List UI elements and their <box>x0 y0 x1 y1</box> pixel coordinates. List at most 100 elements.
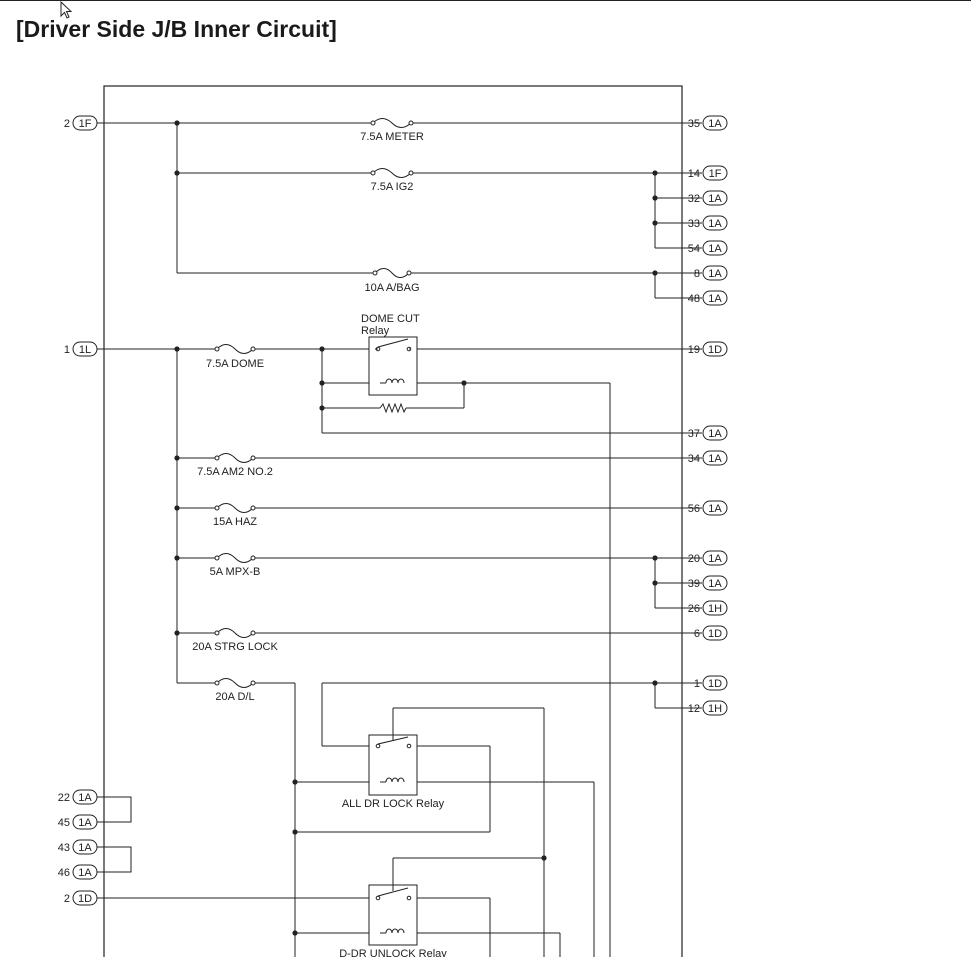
fuse-20a-dl: 20A D/L <box>214 678 256 703</box>
svg-text:54: 54 <box>688 243 700 255</box>
svg-text:1D: 1D <box>708 678 722 690</box>
relay-all-dr-lock: ALL DR LOCK Relay <box>342 734 445 810</box>
svg-text:1A: 1A <box>78 842 92 854</box>
right-terminal: 19 1D <box>688 341 728 357</box>
right-terminal: 32 1A <box>688 190 728 206</box>
svg-text:1A: 1A <box>708 578 722 590</box>
right-terminal: 1 1D <box>694 675 728 691</box>
svg-text:1L: 1L <box>79 344 91 356</box>
svg-text:1A: 1A <box>78 867 92 879</box>
svg-text:45: 45 <box>58 817 70 829</box>
fuse-label-dl: 20A D/L <box>215 691 254 703</box>
top-border-line <box>0 0 971 1</box>
fuse-label-strg-lock: 20A STRG LOCK <box>192 641 278 653</box>
svg-text:20: 20 <box>688 553 700 565</box>
left-terminal: 46 1A <box>58 864 98 880</box>
fuse-label-dome: 7.5A DOME <box>206 358 264 370</box>
svg-text:1: 1 <box>64 344 70 356</box>
svg-text:1D: 1D <box>708 628 722 640</box>
svg-text:56: 56 <box>688 503 700 515</box>
junction-dots <box>174 120 658 936</box>
mouse-pointer-icon <box>60 1 73 19</box>
right-terminal: 39 1A <box>688 575 728 591</box>
left-terminal: 43 1A <box>58 839 98 855</box>
svg-text:48: 48 <box>688 293 700 305</box>
fuse-7-5a-am2-no2: 7.5A AM2 NO.2 <box>197 453 273 478</box>
junction-block-outline <box>103 85 683 957</box>
page-title: [Driver Side J/B Inner Circuit] <box>16 16 337 42</box>
svg-text:1A: 1A <box>708 503 722 515</box>
fuse-label-ig2: 7.5A IG2 <box>371 181 414 193</box>
svg-text:1H: 1H <box>708 703 722 715</box>
svg-text:26: 26 <box>688 603 700 615</box>
svg-text:1D: 1D <box>708 344 722 356</box>
svg-text:46: 46 <box>58 867 70 879</box>
fuse-10a-abag: 10A A/BAG <box>364 268 420 294</box>
resistor <box>379 402 407 414</box>
svg-text:1A: 1A <box>708 243 722 255</box>
fuse-7-5a-dome: 7.5A DOME <box>206 344 264 370</box>
fuse-20a-strg-lock: 20A STRG LOCK <box>192 628 278 653</box>
relay-dome-cut: DOME CUT Relay <box>361 313 420 396</box>
svg-text:1A: 1A <box>708 453 722 465</box>
right-terminal: 26 1H <box>688 600 728 616</box>
right-terminal: 6 1D <box>694 625 728 641</box>
right-terminal: 56 1A <box>688 500 728 516</box>
svg-text:1: 1 <box>694 678 700 690</box>
fuse-label-abag: 10A A/BAG <box>364 282 419 294</box>
svg-text:1A: 1A <box>708 428 722 440</box>
svg-text:14: 14 <box>688 168 700 180</box>
fuse-label-meter: 7.5A METER <box>360 131 424 143</box>
relay-d-dr-unlock: D-DR UNLOCK Relay <box>339 884 447 957</box>
fuse-7-5a-ig2: 7.5A IG2 <box>370 168 414 193</box>
svg-text:1A: 1A <box>708 268 722 280</box>
right-terminal: 54 1A <box>688 240 728 256</box>
svg-text:1A: 1A <box>708 193 722 205</box>
left-terminal: 2 1D <box>64 890 98 906</box>
svg-text:1A: 1A <box>78 792 92 804</box>
left-terminal: 45 1A <box>58 814 98 830</box>
relay-label-dome-cut-line1: DOME CUT <box>361 313 420 325</box>
fuse-7-5a-meter: 7.5A METER <box>360 118 424 143</box>
svg-text:2: 2 <box>64 893 70 905</box>
svg-text:1H: 1H <box>708 603 722 615</box>
left-terminal: 1 1L <box>64 341 98 357</box>
svg-text:35: 35 <box>688 118 700 130</box>
svg-text:1F: 1F <box>709 168 722 180</box>
right-terminal: 8 1A <box>694 265 728 281</box>
relay-label-dome-cut-line2: Relay <box>361 325 390 337</box>
right-terminal: 35 1A <box>688 115 728 131</box>
svg-text:1D: 1D <box>78 893 92 905</box>
wiring <box>97 122 702 957</box>
svg-text:22: 22 <box>58 792 70 804</box>
svg-text:1F: 1F <box>79 118 92 130</box>
relay-label-d-dr-unlock: D-DR UNLOCK Relay <box>339 948 447 957</box>
svg-text:32: 32 <box>688 193 700 205</box>
svg-text:2: 2 <box>64 118 70 130</box>
right-terminal: 33 1A <box>688 215 728 231</box>
svg-text:19: 19 <box>688 344 700 356</box>
svg-text:37: 37 <box>688 428 700 440</box>
svg-text:33: 33 <box>688 218 700 230</box>
fuse-label-haz: 15A HAZ <box>213 516 257 528</box>
right-terminal: 12 1H <box>688 700 728 716</box>
right-terminal: 14 1F <box>688 165 728 181</box>
svg-text:8: 8 <box>694 268 700 280</box>
right-terminal: 48 1A <box>688 290 728 306</box>
right-terminal: 37 1A <box>688 425 728 441</box>
svg-text:43: 43 <box>58 842 70 854</box>
svg-text:1A: 1A <box>708 118 722 130</box>
fuse-5a-mpx-b: 5A MPX-B <box>210 553 260 578</box>
svg-text:1A: 1A <box>708 553 722 565</box>
right-terminal: 34 1A <box>688 450 728 466</box>
right-terminal: 20 1A <box>688 550 728 566</box>
fuse-label-am2: 7.5A AM2 NO.2 <box>197 466 273 478</box>
relay-label-all-dr-lock: ALL DR LOCK Relay <box>342 798 445 810</box>
svg-text:1A: 1A <box>78 817 92 829</box>
svg-text:12: 12 <box>688 703 700 715</box>
left-terminal: 2 1F <box>64 115 98 131</box>
svg-text:34: 34 <box>688 453 700 465</box>
fuse-15a-haz: 15A HAZ <box>213 503 257 528</box>
svg-text:6: 6 <box>694 628 700 640</box>
